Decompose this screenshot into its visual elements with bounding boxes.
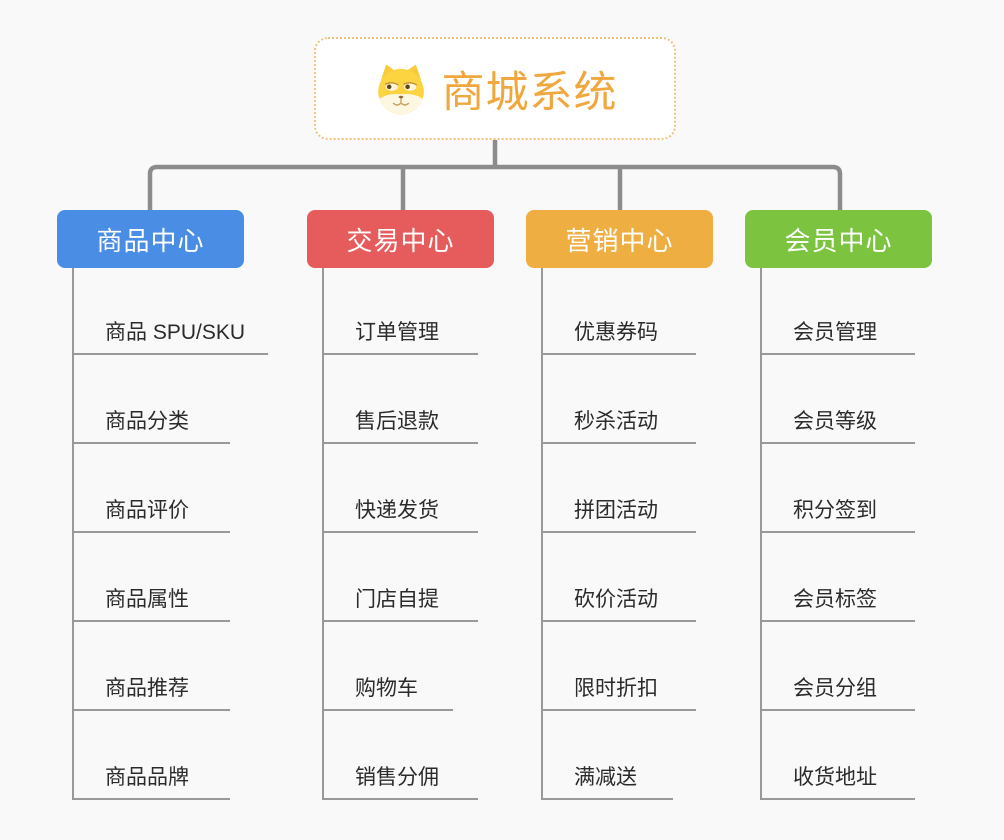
- leaf-node[interactable]: 优惠券码: [542, 307, 696, 355]
- root-node[interactable]: 商城系统: [314, 37, 676, 140]
- leaf-node[interactable]: 售后退款: [323, 396, 478, 444]
- leaf-node[interactable]: 销售分佣: [323, 752, 478, 800]
- branch-node-trade[interactable]: 交易中心: [307, 210, 494, 268]
- branch-spine-member: [760, 268, 762, 800]
- leaf-node[interactable]: 商品评价: [73, 485, 230, 533]
- branch-node-marketing[interactable]: 营销中心: [526, 210, 713, 268]
- branch-node-product[interactable]: 商品中心: [57, 210, 244, 268]
- leaf-node[interactable]: 订单管理: [323, 307, 478, 355]
- leaf-node[interactable]: 会员标签: [761, 574, 915, 622]
- leaf-node[interactable]: 门店自提: [323, 574, 478, 622]
- leaf-node[interactable]: 拼团活动: [542, 485, 696, 533]
- leaf-node[interactable]: 砍价活动: [542, 574, 696, 622]
- root-title: 商城系统: [441, 68, 618, 117]
- leaf-node[interactable]: 收货地址: [761, 752, 915, 800]
- branch-spine-marketing: [541, 268, 543, 800]
- leaf-node[interactable]: 快递发货: [323, 485, 478, 533]
- leaf-node[interactable]: 秒杀活动: [542, 396, 696, 444]
- dog-face-icon: [377, 64, 424, 114]
- leaf-node[interactable]: 会员分组: [761, 663, 915, 711]
- leaf-node[interactable]: 满减送: [542, 752, 673, 800]
- leaf-node[interactable]: 购物车: [323, 663, 453, 711]
- leaf-node[interactable]: 商品分类: [73, 396, 230, 444]
- leaf-node[interactable]: 商品属性: [73, 574, 230, 622]
- leaf-node[interactable]: 会员管理: [761, 307, 915, 355]
- branch-node-member[interactable]: 会员中心: [745, 210, 932, 268]
- leaf-node[interactable]: 会员等级: [761, 396, 915, 444]
- leaf-node[interactable]: 商品 SPU/SKU: [73, 307, 268, 355]
- leaf-node[interactable]: 限时折扣: [542, 663, 696, 711]
- leaf-node[interactable]: 商品品牌: [73, 752, 230, 800]
- leaf-node[interactable]: 商品推荐: [73, 663, 230, 711]
- leaf-node[interactable]: 积分签到: [761, 485, 915, 533]
- branch-spine-trade: [322, 268, 324, 800]
- branch-spine-product: [72, 268, 74, 800]
